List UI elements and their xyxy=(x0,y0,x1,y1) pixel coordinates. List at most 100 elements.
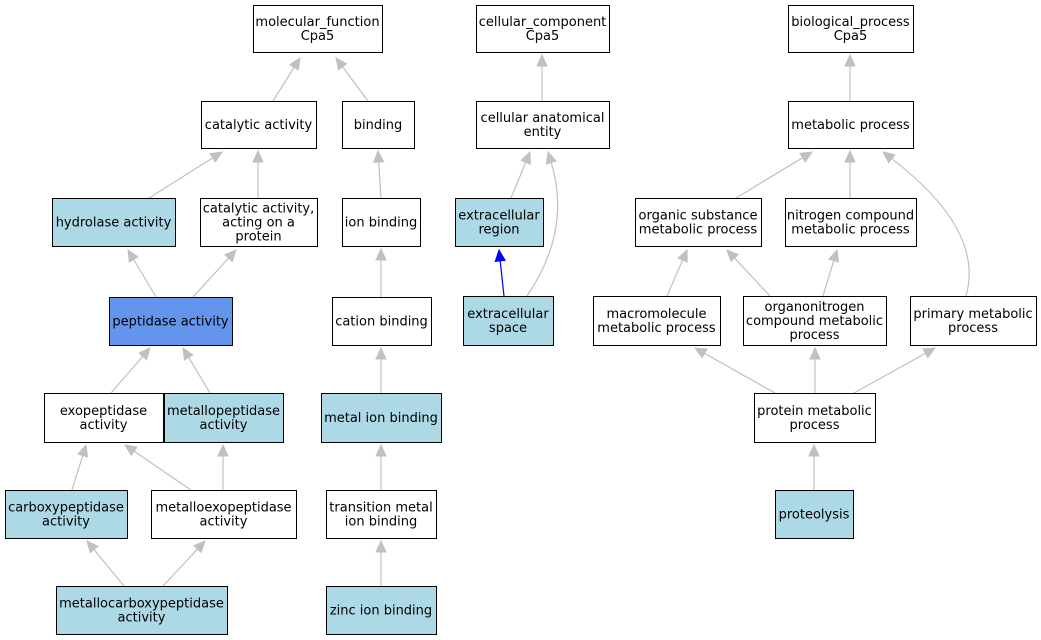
node-label-line: cellular_component xyxy=(479,15,607,30)
edge-line xyxy=(110,355,144,394)
node-catalytic[interactable]: catalytic activity xyxy=(201,101,317,149)
edge-line xyxy=(853,352,927,394)
node-box xyxy=(164,393,284,443)
node-label-line: catalytic activity, xyxy=(203,202,315,217)
edge-arrowhead xyxy=(808,443,820,457)
node-metal-ion[interactable]: metal ion binding xyxy=(321,393,442,443)
node-ion-binding[interactable]: ion binding xyxy=(342,198,421,247)
node-label-line: binding xyxy=(354,118,402,133)
node-label-line: metabolic process xyxy=(639,223,758,238)
edge-arrowhead xyxy=(844,53,856,67)
edge-ex_region-to-cae xyxy=(510,150,531,199)
edge-metabolic-to-bp xyxy=(844,53,856,101)
edge-metal_ion-to-cation xyxy=(375,346,387,393)
edge-line xyxy=(666,258,684,297)
edge-arrowhead xyxy=(536,53,548,67)
node-label-line: activity xyxy=(200,418,248,433)
node-label-line: organonitrogen xyxy=(765,300,865,315)
edge-protein_met-to-primary xyxy=(853,347,937,394)
node-label-line: cation binding xyxy=(335,315,428,330)
node-metabolic[interactable]: metabolic process xyxy=(788,101,914,149)
node-proteolysis[interactable]: proteolysis xyxy=(775,490,854,539)
edge-line xyxy=(341,65,369,102)
edge-line xyxy=(192,256,230,298)
edge-arrowhead xyxy=(209,151,224,164)
edge-line xyxy=(162,547,199,587)
edge-arrowhead xyxy=(799,151,814,163)
node-label-line: region xyxy=(478,223,519,238)
node-label-line: protein xyxy=(235,230,281,245)
edge-arrowhead xyxy=(375,443,387,457)
edge-arrowhead xyxy=(182,346,194,361)
edge-zinc-to-transition xyxy=(375,539,387,586)
edge-arrowhead xyxy=(375,247,387,261)
node-label-line: metabolic process xyxy=(791,223,910,238)
edge-line xyxy=(733,256,771,297)
node-label-line: cellular anatomical xyxy=(481,111,605,126)
edge-organic-to-metabolic xyxy=(735,151,814,199)
edge-metalloexo-to-metallopeptidase xyxy=(217,443,229,490)
node-box xyxy=(775,490,854,539)
node-box xyxy=(463,296,554,346)
node-box xyxy=(109,297,233,346)
node-box xyxy=(635,198,762,247)
node-box xyxy=(151,490,297,539)
node-label-line: compound metabolic xyxy=(746,314,883,329)
node-box xyxy=(342,198,421,247)
edge-arrowhead xyxy=(545,150,557,165)
edge-cat_protein-to-catalytic xyxy=(252,149,264,198)
edge-arrowhead xyxy=(809,346,821,360)
edge-arrowhead xyxy=(124,444,138,457)
node-cation[interactable]: cation binding xyxy=(332,297,432,346)
edge-arrowhead xyxy=(77,443,89,458)
edge-line xyxy=(148,156,214,199)
edge-arrowhead xyxy=(494,248,506,263)
edge-arrowhead xyxy=(127,248,139,263)
node-label-line: Cpa5 xyxy=(301,29,335,44)
edge-ion_binding-to-binding xyxy=(372,149,385,199)
node-box xyxy=(201,101,317,149)
edge-nitrogen-to-metabolic xyxy=(844,149,856,198)
edge-metalloexo-to-exopeptidase xyxy=(124,444,192,491)
edges-layer xyxy=(71,53,970,587)
node-zinc[interactable]: zinc ion binding xyxy=(326,586,437,635)
node-peptidase[interactable]: peptidase activity xyxy=(109,297,233,346)
node-hydrolase[interactable]: hydrolase activity xyxy=(52,198,176,247)
edge-arrowhead xyxy=(335,57,348,71)
edge-organonitrogen-to-nitrogen xyxy=(822,248,840,297)
node-binding[interactable]: binding xyxy=(342,101,415,149)
edge-arrowhead xyxy=(252,149,264,163)
node-label-line: activity xyxy=(80,418,128,433)
node-label-line: process xyxy=(948,321,998,336)
node-label-line: metalloexopeptidase xyxy=(155,501,291,516)
edge-cae-to-cc xyxy=(536,53,548,101)
edge-metallocarboxy-to-carboxypeptidase xyxy=(86,540,125,587)
edge-arrowhead xyxy=(922,347,937,359)
edge-protein_met-to-macromolecule xyxy=(693,347,776,394)
node-label-line: metallopeptidase xyxy=(167,404,280,419)
node-label-line: carboxypeptidase xyxy=(8,501,124,516)
edge-proteolysis-to-protein_met xyxy=(808,443,820,490)
edge-arrowhead xyxy=(844,149,856,163)
edge-arrowhead xyxy=(372,149,385,163)
